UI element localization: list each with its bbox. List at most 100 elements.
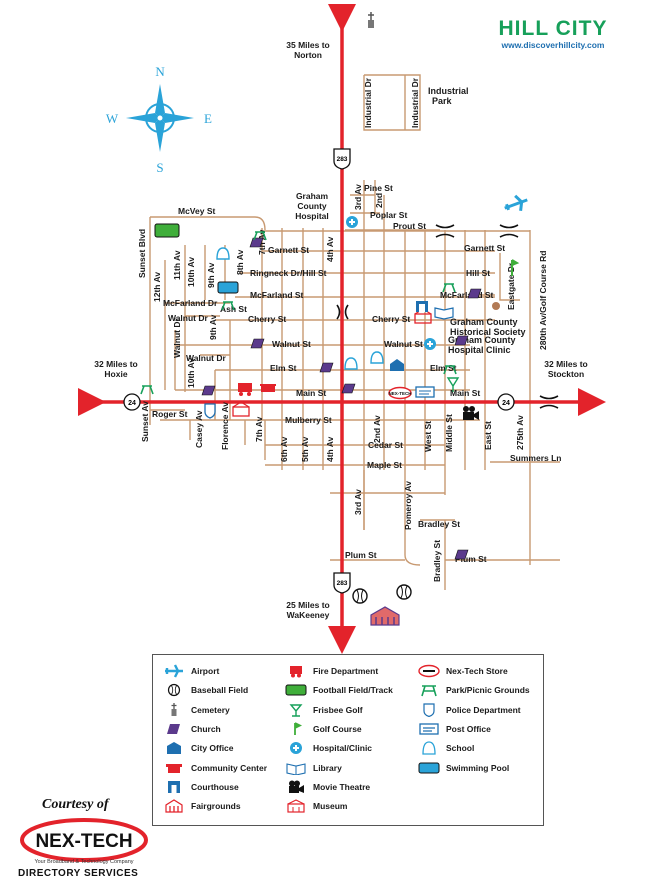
svg-text:NEX-TECH: NEX-TECH	[35, 831, 132, 852]
park-icons	[140, 231, 457, 395]
svg-text:6th Av: 6th Av	[279, 436, 289, 462]
svg-text:Sunset Av: Sunset Av	[140, 401, 150, 442]
hospital-icon	[285, 741, 307, 755]
svg-text:Walnut Dr: Walnut Dr	[172, 317, 182, 358]
svg-text:Walnut Dr: Walnut Dr	[186, 353, 227, 363]
frisbee-golf-icon	[285, 703, 307, 717]
legend-item-school: School	[418, 741, 474, 755]
legend-label: Frisbee Golf	[313, 704, 363, 715]
baseball-icon	[352, 588, 368, 604]
museum-icon	[232, 401, 250, 417]
legend-item-museum: Museum	[285, 799, 347, 813]
hospital-icon	[346, 216, 358, 228]
svg-text:12th Av: 12th Av	[152, 272, 162, 302]
svg-text:Cedar St: Cedar St	[368, 440, 403, 450]
church-icon	[163, 722, 185, 736]
cemetery-icon	[163, 702, 185, 717]
svg-text:3rd Av: 3rd Av	[353, 489, 363, 515]
svg-text:N: N	[155, 64, 165, 79]
svg-text:Plum St: Plum St	[345, 550, 377, 560]
football-icon	[285, 683, 307, 697]
football-field-icon	[154, 223, 180, 238]
community-center-icon	[260, 384, 276, 392]
svg-text:Walnut St: Walnut St	[384, 339, 423, 349]
city-office-icon	[390, 359, 404, 371]
legend-label: Library	[313, 762, 342, 773]
svg-text:Main St: Main St	[450, 388, 480, 398]
legend-item-frisbee-golf: Frisbee Golf	[285, 703, 363, 717]
legend-item-golf: Golf Course	[285, 722, 362, 736]
svg-text:11th Av: 11th Av	[172, 250, 182, 280]
pool-icon	[418, 761, 440, 775]
post-office-icon	[418, 722, 440, 736]
legend-label: Baseball Field	[191, 685, 249, 696]
svg-text:Cherry St: Cherry St	[372, 314, 410, 324]
svg-text:Graham: Graham	[296, 191, 329, 201]
legend-label: Park/Picnic Grounds	[446, 685, 530, 696]
legend-label: Football Field/Track	[313, 685, 393, 696]
golf-icon	[511, 259, 520, 276]
legend-item-courthouse: Courthouse	[163, 780, 239, 794]
legend-label: Museum	[313, 801, 348, 812]
map-icons: NEX-TECH	[140, 12, 528, 626]
community-center-icon	[163, 761, 185, 775]
legend-item-nextech-store: Nex-Tech Store	[418, 664, 508, 678]
svg-text:Hospital: Hospital	[295, 211, 329, 221]
fire-department-icon	[285, 664, 307, 678]
library-icon	[285, 761, 307, 776]
fairgrounds-icon	[370, 606, 400, 626]
route-shields: 283 283 24 24	[123, 148, 515, 594]
legend-label: Police Department	[446, 704, 521, 715]
svg-text:10th Av: 10th Av	[186, 257, 196, 287]
svg-text:7th Av: 7th Av	[254, 416, 264, 442]
school-icon	[370, 351, 384, 364]
svg-text:Industrial Dr: Industrial Dr	[410, 77, 420, 128]
svg-text:County: County	[297, 201, 327, 211]
svg-text:Norton: Norton	[294, 50, 322, 60]
park-icon	[418, 683, 440, 697]
svg-text:W: W	[106, 111, 119, 126]
library-icon	[434, 307, 454, 320]
svg-text:E: E	[204, 111, 212, 126]
legend-label: Post Office	[446, 723, 491, 734]
svg-text:Prout St: Prout St	[393, 221, 426, 231]
svg-text:Casey Av: Casey Av	[194, 410, 204, 448]
clinic-icon	[424, 338, 436, 350]
svg-text:Park: Park	[432, 96, 453, 106]
legend-label: Fairgrounds	[191, 801, 241, 812]
legend-item-cemetery: Cemetery	[163, 702, 230, 717]
street-labels: Industrial Dr Industrial Dr Pine St 3rd …	[137, 77, 562, 582]
legend-label: Movie Theatre	[313, 781, 371, 792]
svg-text:S: S	[156, 160, 163, 175]
svg-text:280th Av/Golf Course Rd: 280th Av/Golf Course Rd	[538, 251, 548, 351]
golf-icon	[285, 722, 307, 736]
city-name: HILL CITY	[498, 17, 608, 40]
svg-text:Hospital Clinic: Hospital Clinic	[448, 345, 511, 355]
svg-text:WaKeeney: WaKeeney	[287, 610, 330, 620]
police-icon	[418, 702, 440, 717]
svg-text:9th Av: 9th Av	[206, 262, 216, 288]
police-icon	[204, 403, 216, 419]
svg-text:Industrial Dr: Industrial Dr	[363, 77, 373, 128]
svg-text:Graham County: Graham County	[448, 335, 516, 345]
legend-item-library: Library	[285, 761, 342, 776]
school-icon	[216, 247, 230, 260]
svg-text:9th Av: 9th Av	[208, 314, 218, 340]
svg-text:Pomeroy Av: Pomeroy Av	[403, 481, 413, 530]
legend-item-pool: Swimming Pool	[418, 761, 509, 775]
svg-text:275th Av: 275th Av	[515, 415, 525, 450]
website-link[interactable]: www.discoverhillcity.com	[501, 40, 605, 50]
legend-label: Community Center	[191, 762, 268, 773]
svg-text:Bradley St: Bradley St	[432, 540, 442, 582]
courthouse-icon	[163, 780, 185, 794]
svg-text:2nd: 2nd	[374, 193, 384, 208]
svg-text:10th Av: 10th Av	[186, 358, 196, 388]
svg-text:McFarland Dr: McFarland Dr	[163, 298, 218, 308]
museum-icon	[285, 799, 307, 813]
place-labels: Industrial Park Graham County Hospital G…	[295, 86, 525, 355]
svg-text:Poplar St: Poplar St	[370, 210, 407, 220]
svg-text:4th Av: 4th Av	[325, 236, 335, 262]
baseball-icon	[163, 683, 185, 697]
legend-label: Golf Course	[313, 723, 362, 734]
